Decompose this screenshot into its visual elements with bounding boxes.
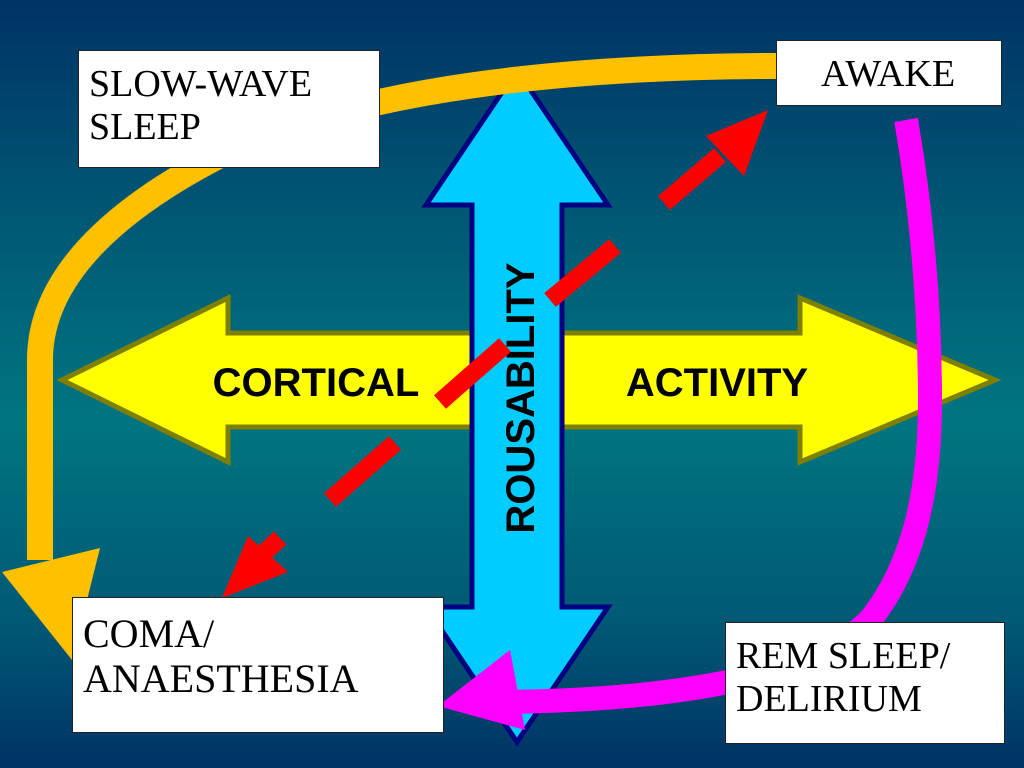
dashed-path-segment: [544, 239, 621, 307]
slow-wave-sleep-label-line2: SLEEP: [89, 105, 201, 148]
rem-sleep-path: [499, 117, 943, 714]
rem-sleep-arrowhead: [438, 650, 525, 730]
awake-label: AWAKE: [821, 53, 956, 95]
rousability-arrow: [421, 65, 613, 747]
rem-label-line1: REM SLEEP/: [736, 635, 951, 677]
dashed-path-segment: [324, 436, 401, 507]
slow-wave-sleep-box: SLOW-WAVE SLEEP: [78, 50, 380, 168]
rem-label-line2: DELIRIUM: [736, 677, 922, 720]
dashed-path-arrowhead-awake: [706, 110, 768, 176]
coma-label-line2: ANAESTHESIA: [83, 655, 359, 701]
activity-label: ACTIVITY: [626, 361, 809, 405]
dashed-path-segment: [434, 338, 511, 409]
cortical-label: CORTICAL: [213, 361, 420, 405]
rem-sleep-delirium-box: REM SLEEP/ DELIRIUM: [725, 622, 1005, 744]
coma-anaesthesia-box: COMA/ ANAESTHESIA: [72, 597, 444, 733]
dashed-path-segment: [658, 148, 726, 210]
coma-label-line1: COMA/: [83, 611, 215, 656]
rousability-label: ROUSABILITY: [499, 262, 543, 533]
dashed-path-arrowhead-coma: [222, 536, 288, 598]
awake-box: AWAKE: [776, 40, 1002, 106]
slow-wave-sleep-label-line1: SLOW-WAVE: [89, 63, 313, 105]
